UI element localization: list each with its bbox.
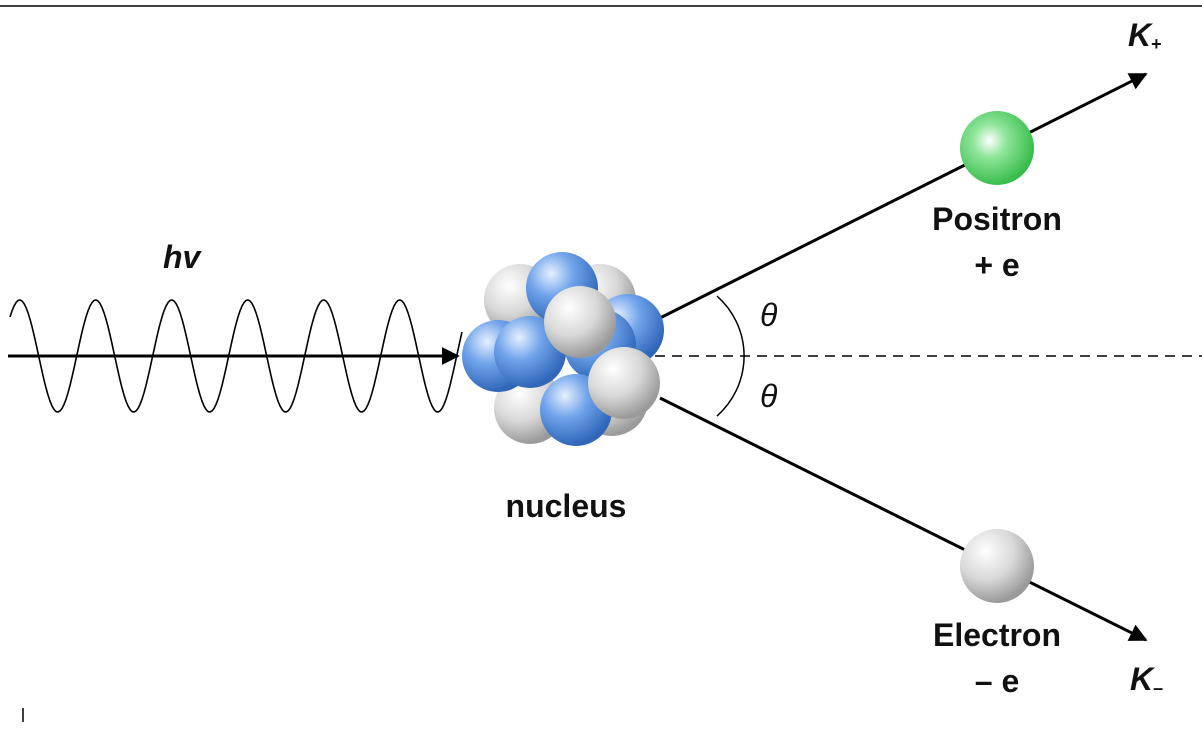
electron-label: Electron: [933, 617, 1061, 653]
k-minus-symbol: K: [1130, 661, 1156, 697]
nucleus-label: nucleus: [506, 488, 627, 524]
nucleus-cluster: [462, 252, 664, 446]
positron-charge-label: + e: [974, 247, 1019, 283]
photon-wave: [9, 299, 463, 413]
theta-upper-label: θ: [760, 297, 778, 333]
k-plus-symbol: K: [1128, 17, 1154, 53]
electron-charge-label: – e: [975, 663, 1019, 699]
positron-particle: [960, 111, 1034, 185]
neutron: [544, 286, 616, 358]
theta-lower-label: θ: [760, 378, 778, 414]
electron-particle: [960, 529, 1034, 603]
k-plus-subscript: +: [1151, 34, 1162, 54]
k-minus-label: K–: [1130, 661, 1163, 698]
k-minus-subscript: –: [1153, 678, 1163, 698]
angle-arc: [716, 295, 745, 417]
neutron: [588, 347, 660, 419]
electron-trajectory-arrow: [659, 396, 1148, 642]
positron-trajectory-arrow: [659, 72, 1148, 320]
positron-label: Positron: [932, 201, 1062, 237]
photon-label: hv: [163, 239, 203, 275]
k-plus-label: K+: [1128, 17, 1162, 54]
